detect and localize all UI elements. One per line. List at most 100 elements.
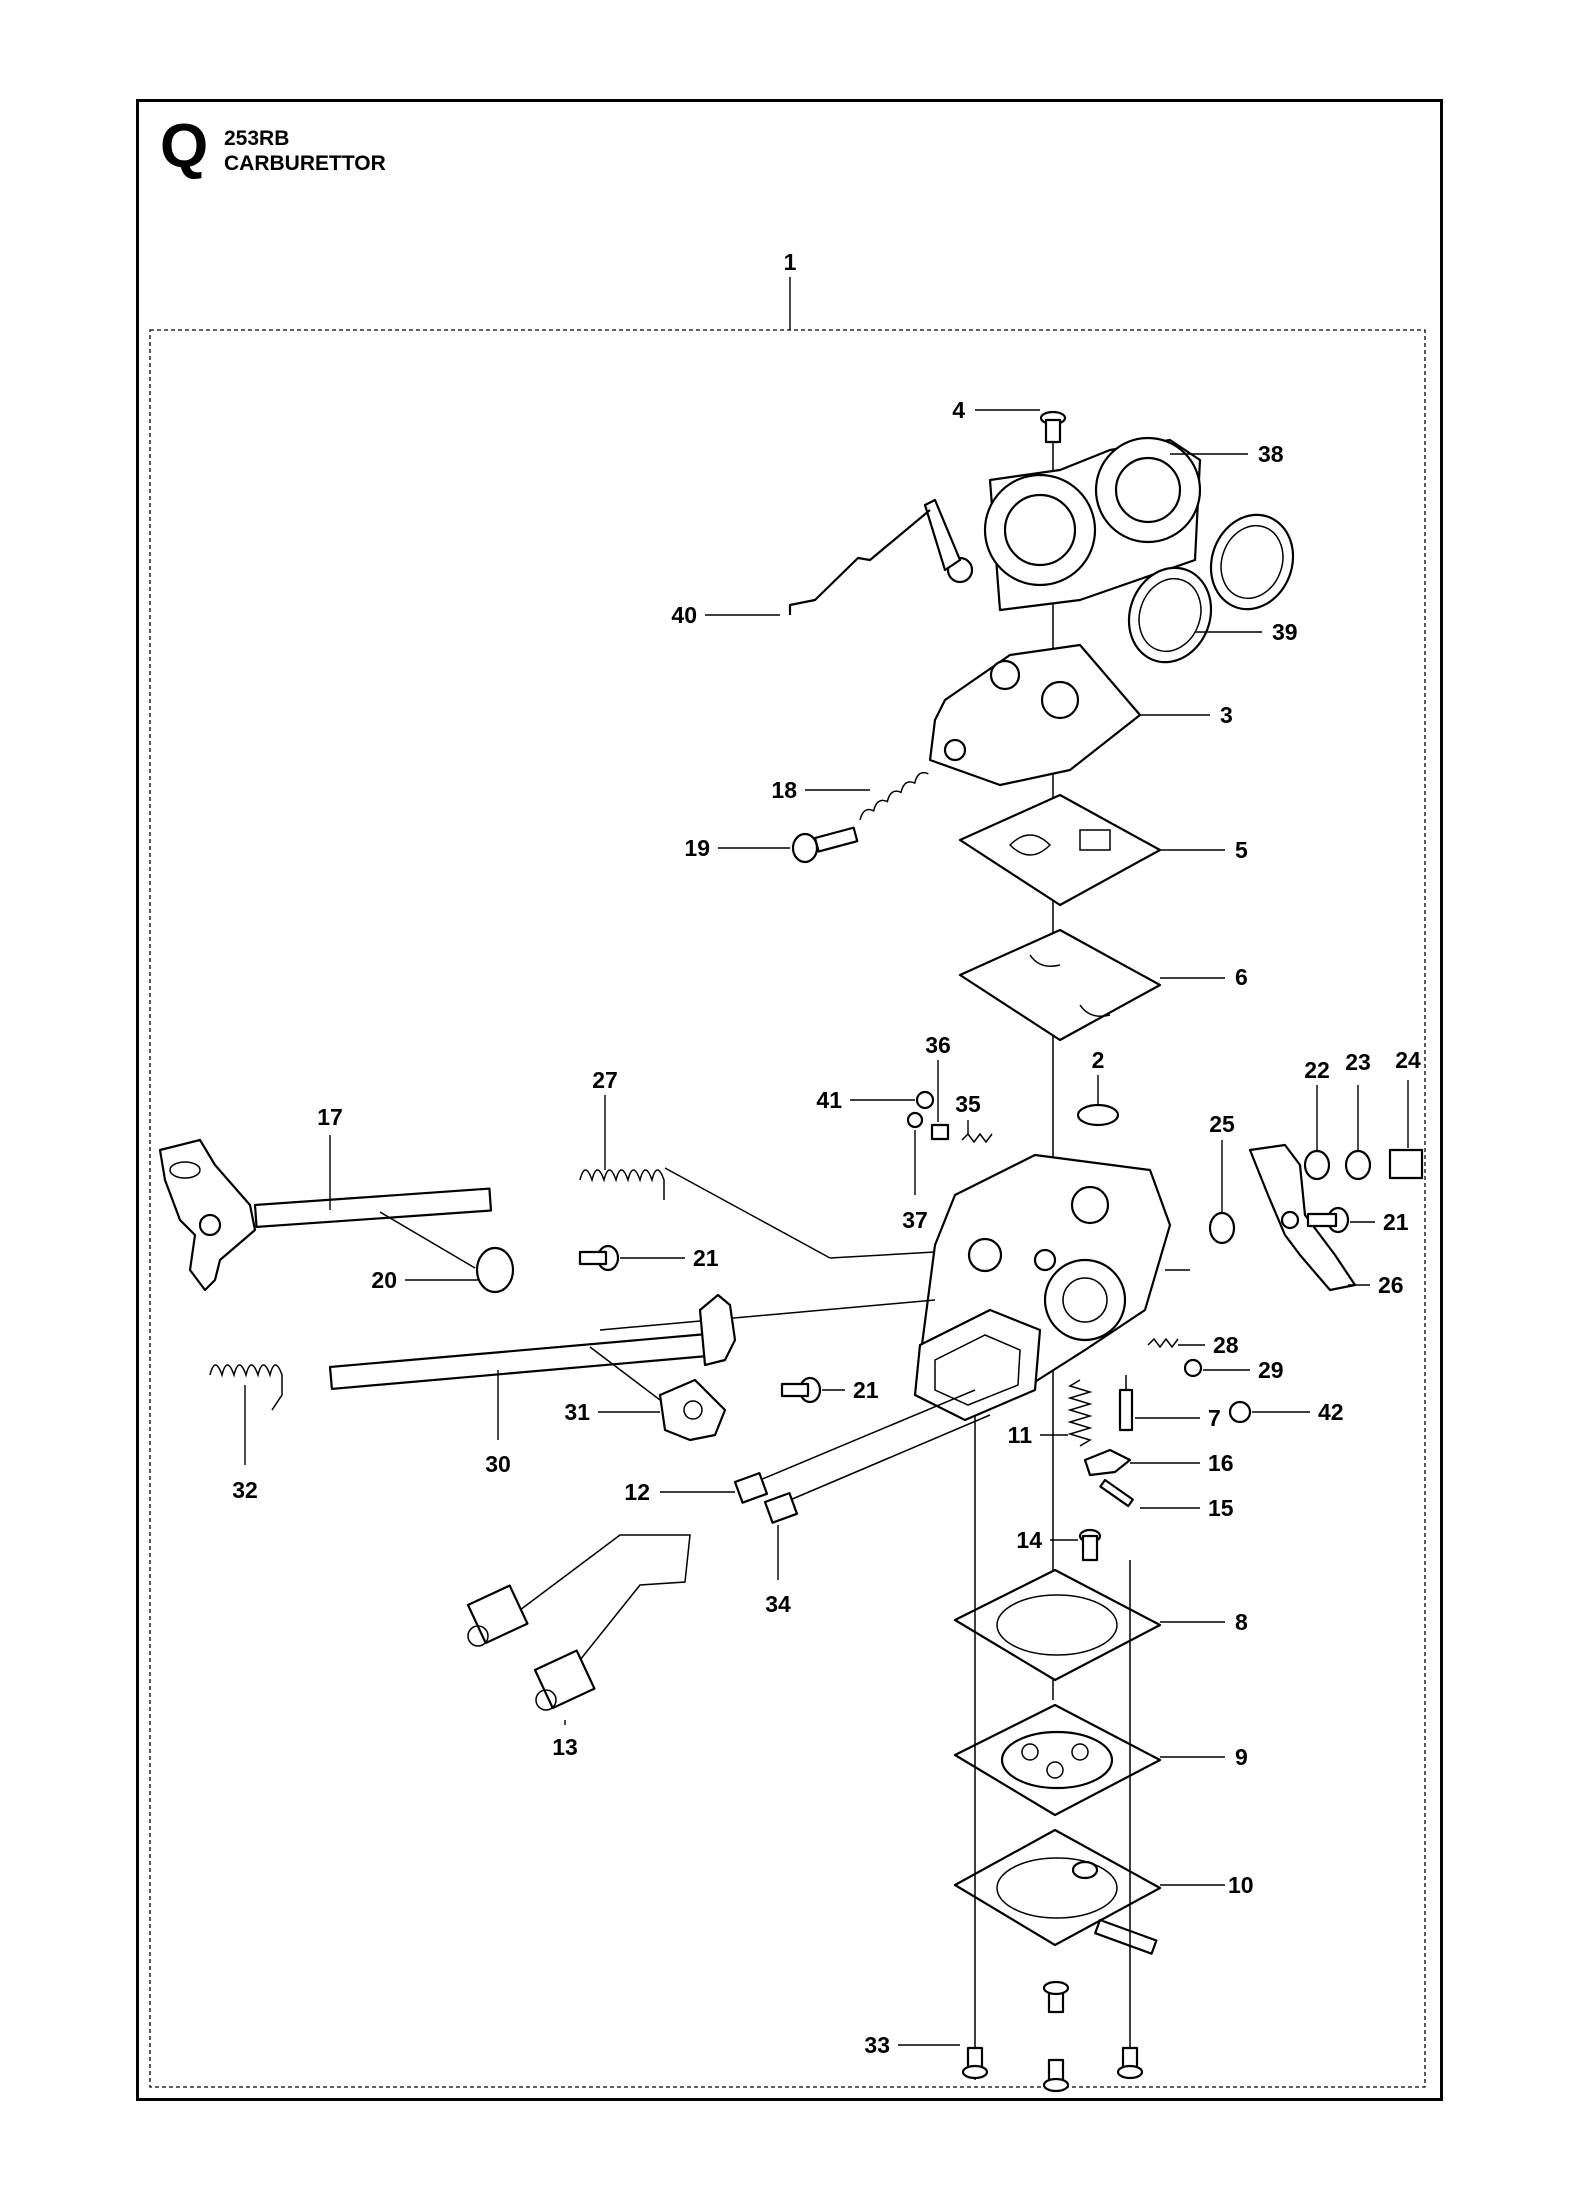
part-7-needle — [1118, 1375, 1134, 1432]
part-8-gasket — [953, 1568, 1162, 1682]
part-21-screw-a — [578, 1244, 620, 1272]
callout-40: 40 — [671, 602, 697, 628]
callout-9: 9 — [1235, 1744, 1248, 1770]
part-16-lever — [1083, 1448, 1132, 1477]
part-37-ball — [906, 1111, 924, 1129]
callout-26: 26 — [1378, 1272, 1404, 1298]
part-11-spring — [1067, 1379, 1093, 1447]
part-10-cover — [953, 1828, 1162, 1955]
assembly-boundary — [149, 329, 1426, 2088]
part-9-diaphragm — [953, 1703, 1162, 1817]
callout-6: 6 — [1235, 964, 1248, 990]
part-20-washer — [475, 1246, 515, 1294]
part-17-choke-shaft — [158, 1138, 493, 1292]
callout-38: 38 — [1258, 441, 1284, 467]
callout-11: 11 — [1008, 1422, 1033, 1448]
leader-20-link — [379, 1211, 476, 1269]
callout-28: 28 — [1213, 1332, 1239, 1358]
part-3-pump-cover — [928, 643, 1142, 787]
part-28-spring — [1147, 1337, 1179, 1349]
part-35-spring — [961, 1132, 993, 1144]
part-36-seat — [930, 1123, 950, 1141]
part-31-throttle-plate — [658, 1378, 727, 1442]
linkage-line-a — [664, 1167, 831, 1259]
callout-37: 37 — [902, 1207, 928, 1233]
callout-32: 32 — [232, 1477, 258, 1503]
callout-21-b: 21 — [1383, 1209, 1409, 1235]
callout-2: 2 — [1092, 1047, 1105, 1073]
callout-19: 19 — [684, 835, 710, 861]
callout-10: 10 — [1228, 1872, 1254, 1898]
part-21-screw-b — [1306, 1206, 1350, 1234]
part-2-filter — [1076, 1103, 1120, 1127]
part-29-ball — [1183, 1358, 1203, 1378]
part-24-nut — [1388, 1148, 1424, 1180]
carburettor-body — [913, 1153, 1172, 1422]
section-letter: Q — [160, 112, 209, 181]
callout-25: 25 — [1209, 1111, 1235, 1137]
callout-12: 12 — [624, 1479, 650, 1505]
part-33-screw-d — [1116, 2046, 1144, 2080]
callout-4: 4 — [952, 397, 965, 423]
part-33-screw-c — [1042, 2058, 1070, 2093]
callout-18: 18 — [771, 777, 797, 803]
part-25-clip — [1208, 1211, 1236, 1245]
part-39-rings — [1127, 513, 1295, 664]
callout-39: 39 — [1272, 619, 1298, 645]
callout-15: 15 — [1208, 1495, 1234, 1521]
callout-13: 13 — [552, 1734, 578, 1760]
callout-41: 41 — [816, 1087, 842, 1113]
part-40-link — [788, 509, 931, 615]
part-14-screw — [1078, 1528, 1102, 1562]
page-frame — [136, 99, 1443, 2101]
callout-20: 20 — [371, 1267, 397, 1293]
callout-34: 34 — [765, 1591, 791, 1617]
linkage-line-b — [829, 1251, 936, 1259]
part-30-throttle-shaft — [328, 1293, 737, 1391]
callout-35: 35 — [955, 1091, 981, 1117]
part-22-clip — [1303, 1149, 1331, 1181]
part-33-screw-a — [961, 2046, 989, 2080]
part-33-screw-b — [1042, 1980, 1070, 2014]
part-21-screw-c — [780, 1376, 822, 1404]
callout-24: 24 — [1395, 1047, 1421, 1073]
section-title: CARBURETTOR — [224, 152, 386, 175]
callout-22: 22 — [1304, 1057, 1330, 1083]
callout-5: 5 — [1235, 837, 1248, 863]
callout-8: 8 — [1235, 1609, 1248, 1635]
callout-17: 17 — [317, 1104, 343, 1130]
part-27-spring — [579, 1169, 665, 1200]
part-15-pin — [1099, 1478, 1134, 1508]
part-18-spring — [859, 771, 929, 821]
callout-29: 29 — [1258, 1357, 1284, 1383]
part-41-plug — [915, 1090, 935, 1110]
part-23-washer — [1344, 1149, 1372, 1181]
callout-30: 30 — [485, 1451, 511, 1477]
callout-3: 3 — [1220, 702, 1233, 728]
part-19-screw — [791, 826, 859, 864]
model-number: 253RB — [224, 127, 290, 150]
part-32-spring — [209, 1364, 283, 1411]
callout-21-a: 21 — [693, 1245, 719, 1271]
callout-1: 1 — [784, 249, 797, 275]
part-12-34-fuel-lines — [519, 1389, 991, 1661]
part-42-plug — [1228, 1400, 1252, 1424]
part-38-housing — [923, 436, 1202, 612]
callout-23: 23 — [1345, 1049, 1371, 1075]
callout-16: 16 — [1208, 1450, 1234, 1476]
callout-31: 31 — [564, 1399, 590, 1425]
part-6-diaphragm — [958, 928, 1162, 1042]
callout-27: 27 — [592, 1067, 618, 1093]
callout-33: 33 — [864, 2032, 890, 2058]
leader-31-link — [589, 1346, 661, 1401]
linkage-line-c — [599, 1299, 936, 1331]
part-4-screw — [1039, 410, 1067, 444]
callout-14: 14 — [1016, 1527, 1042, 1553]
part-13-connector-b — [533, 1649, 596, 1711]
part-13-connector-a — [466, 1584, 529, 1647]
part-26-lever-hole — [1280, 1210, 1300, 1230]
callout-42: 42 — [1318, 1399, 1344, 1425]
callout-7: 7 — [1208, 1405, 1221, 1431]
callout-21-c: 21 — [853, 1377, 879, 1403]
